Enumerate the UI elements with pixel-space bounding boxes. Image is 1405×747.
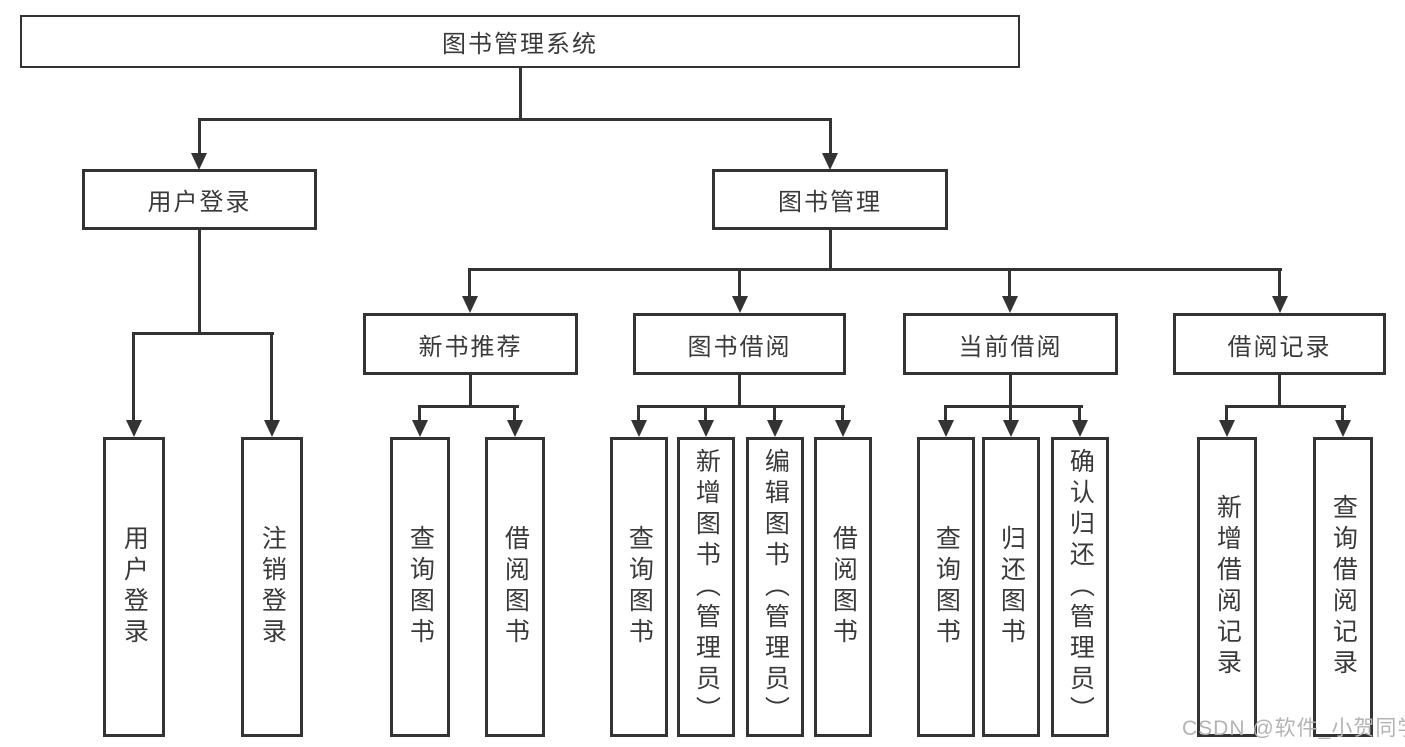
connector-line: [1009, 375, 1012, 408]
arrowhead-down-icon: [1072, 420, 1088, 437]
connector-line: [1341, 405, 1344, 423]
arrowhead-down-icon: [732, 296, 748, 313]
connector-line: [468, 268, 471, 298]
leaf-label: 新增图书（管理员）: [692, 447, 721, 727]
arrowhead-down-icon: [1335, 420, 1351, 437]
connector-line: [513, 405, 516, 423]
node-leaf-br-add-record: 新增借阅记录: [1197, 437, 1257, 737]
node-leaf-cb-return-books: 归还图书: [982, 437, 1040, 737]
node-user-login: 用户登录: [82, 169, 317, 230]
arrowhead-down-icon: [698, 420, 714, 437]
connector-line: [637, 405, 640, 423]
connector-line: [132, 332, 274, 335]
leaf-label: 新增借阅记录: [1213, 494, 1242, 680]
connector-line: [773, 405, 776, 423]
connector-line: [1078, 405, 1081, 423]
connector-line: [738, 375, 741, 408]
connector-line: [944, 405, 947, 423]
leaf-label: 查询图书: [932, 525, 961, 649]
connector-line: [738, 268, 741, 298]
node-leaf-user-login: 用户登录: [103, 437, 165, 737]
leaf-label: 查询图书: [406, 525, 435, 649]
node-leaf-cb-query-books: 查询图书: [917, 437, 975, 737]
node-leaf-bb-query-books: 查询图书: [610, 437, 668, 737]
arrowhead-down-icon: [1272, 296, 1288, 313]
connector-line: [637, 405, 845, 408]
connector-line: [1225, 405, 1346, 408]
connector-line: [132, 332, 135, 422]
leaf-label: 归还图书: [997, 525, 1026, 649]
arrowhead-down-icon: [412, 420, 428, 437]
connector-line: [1278, 375, 1281, 408]
arrowhead-down-icon: [938, 420, 954, 437]
csdn-watermark: CSDN @软件_小贺同学: [1182, 717, 1405, 740]
arrowhead-down-icon: [264, 420, 280, 437]
leaf-label: 借阅图书: [501, 525, 530, 649]
arrowhead-down-icon: [126, 420, 142, 437]
arrowhead-down-icon: [1002, 296, 1018, 313]
leaf-label: 借阅图书: [829, 525, 858, 649]
node-book-mgmt: 图书管理: [712, 169, 948, 230]
arrowhead-down-icon: [767, 420, 783, 437]
leaf-label: 查询图书: [625, 525, 654, 649]
connector-line: [841, 405, 844, 423]
leaf-label: 注销登录: [258, 525, 287, 649]
connector-line: [418, 405, 519, 408]
node-leaf-cb-confirm-return-admin: 确认归还（管理员）: [1051, 437, 1109, 737]
connector-line: [469, 375, 472, 408]
node-leaf-br-query-record: 查询借阅记录: [1313, 437, 1373, 737]
connector-line: [829, 230, 832, 271]
node-new-book-rec: 新书推荐: [363, 313, 578, 375]
node-root: 图书管理系统: [20, 15, 1020, 68]
arrowhead-down-icon: [822, 153, 838, 170]
connector-line: [198, 118, 832, 121]
connector-line: [1009, 405, 1012, 423]
arrowhead-down-icon: [1003, 420, 1019, 437]
connector-line: [944, 405, 1083, 408]
connector-line: [198, 118, 201, 155]
connector-line: [519, 67, 522, 120]
arrowhead-down-icon: [631, 420, 647, 437]
connector-line: [468, 268, 1282, 271]
arrowhead-down-icon: [191, 153, 207, 170]
node-borrow-records: 借阅记录: [1173, 313, 1386, 375]
node-current-borrow: 当前借阅: [903, 313, 1118, 375]
node-leaf-bb-add-books-admin: 新增图书（管理员）: [677, 437, 735, 737]
arrowhead-down-icon: [835, 420, 851, 437]
leaf-label: 查询借阅记录: [1329, 494, 1358, 680]
arrowhead-down-icon: [1219, 420, 1235, 437]
connector-line: [1278, 268, 1281, 298]
connector-line: [418, 405, 421, 423]
node-book-borrow: 图书借阅: [633, 313, 846, 375]
node-leaf-bb-borrow-books: 借阅图书: [814, 437, 872, 737]
leaf-label: 用户登录: [120, 525, 149, 649]
arrowhead-down-icon: [507, 420, 523, 437]
connector-line: [1008, 268, 1011, 298]
connector-line: [704, 405, 707, 423]
node-leaf-logout: 注销登录: [241, 437, 303, 737]
connector-line: [198, 230, 201, 335]
connector-line: [270, 332, 273, 422]
leaf-label: 编辑图书（管理员）: [761, 447, 790, 727]
connector-line: [829, 118, 832, 155]
node-leaf-nb-borrow-books: 借阅图书: [485, 437, 545, 737]
leaf-label: 确认归还（管理员）: [1066, 447, 1095, 727]
node-leaf-bb-edit-books-admin: 编辑图书（管理员）: [746, 437, 804, 737]
node-leaf-nb-query-books: 查询图书: [390, 437, 450, 737]
arrowhead-down-icon: [462, 296, 478, 313]
connector-line: [1225, 405, 1228, 423]
